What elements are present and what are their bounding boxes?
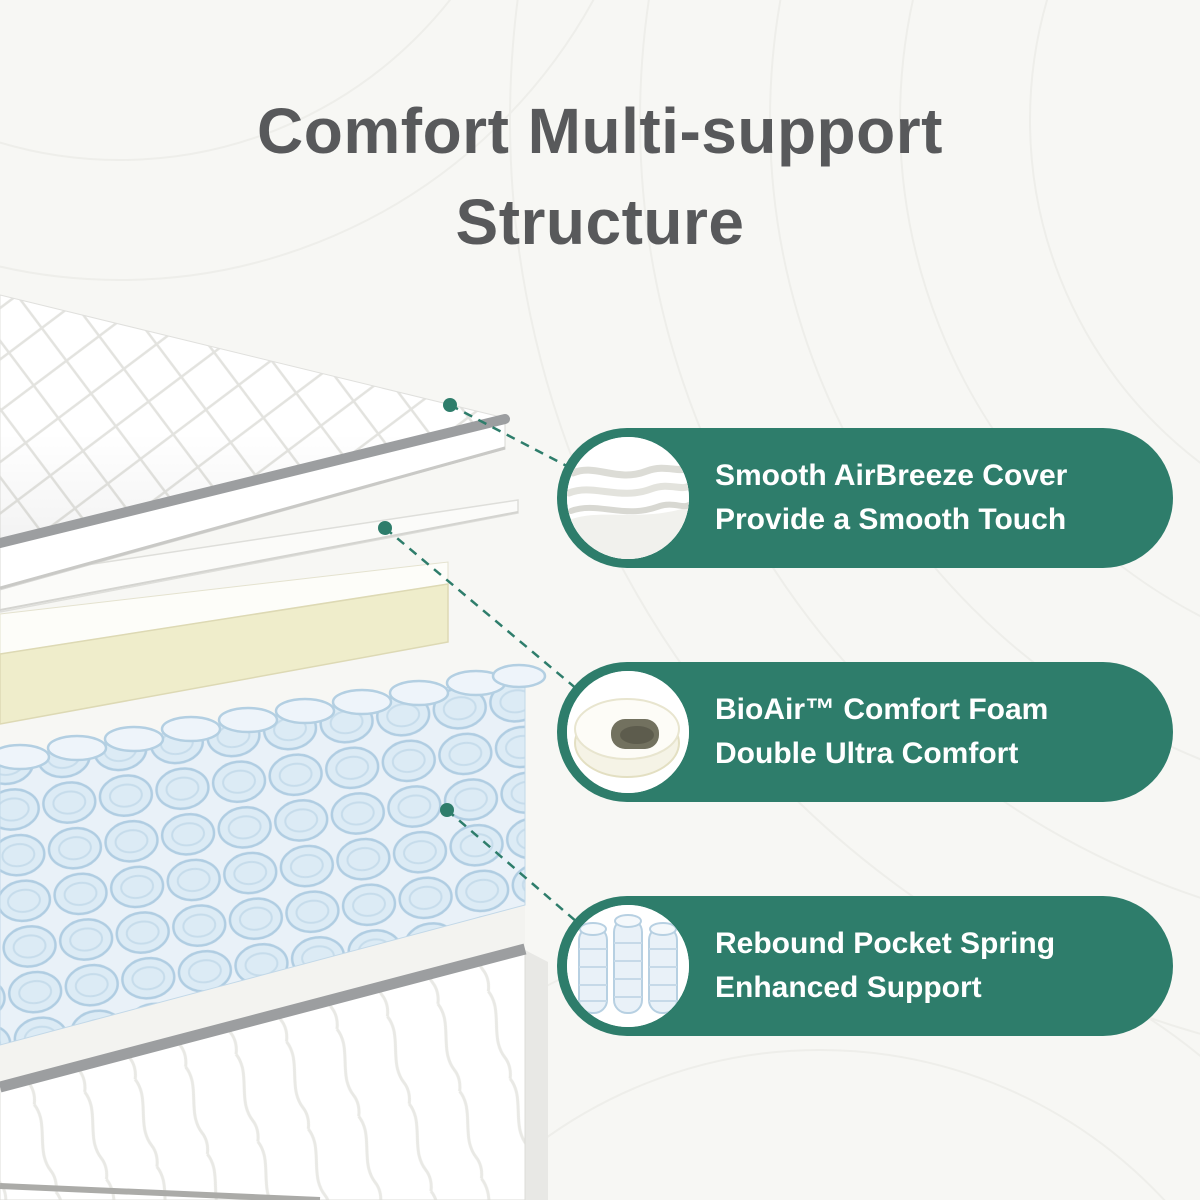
callout-pill-spring: Rebound Pocket Spring Enhanced Support xyxy=(557,896,1173,1036)
connector-dot-foam xyxy=(378,521,392,535)
callout-line: Enhanced Support xyxy=(715,971,982,1004)
foam-layer xyxy=(0,561,449,725)
connector-dot-spring xyxy=(440,803,454,817)
base-layer xyxy=(0,905,548,1200)
callout-line: Smooth AirBreeze Cover xyxy=(715,458,1068,492)
pocket-spring-layer xyxy=(0,663,547,1046)
callout-pill-foam: BioAir™ Comfort Foam Double Ultra Comfor… xyxy=(557,662,1173,802)
foam-layer-icon xyxy=(567,671,689,793)
fabric-cover-thumbnail xyxy=(567,437,689,559)
callout-line: Double Ultra Comfort xyxy=(715,737,1019,770)
page-title: Comfort Multi-support Structure xyxy=(257,95,943,258)
base-piping xyxy=(0,943,527,1093)
cover-piping xyxy=(0,414,510,548)
callout-pill-cover: Smooth AirBreeze Cover Provide a Smooth … xyxy=(557,428,1173,568)
pocket-spring-icon xyxy=(567,905,689,1027)
callout-line: Provide a Smooth Touch xyxy=(715,503,1067,536)
quilted-cover-layer xyxy=(0,294,510,591)
fabric-folds-icon xyxy=(567,437,689,559)
spring-top-coils xyxy=(0,663,547,771)
connector-dot-cover xyxy=(443,398,457,412)
comfort-foam-thumbnail xyxy=(567,671,689,793)
callout-line: BioAir™ Comfort Foam xyxy=(715,692,1049,726)
pocket-spring-thumbnail xyxy=(567,905,689,1027)
callout-line: Rebound Pocket Spring xyxy=(715,926,1056,960)
